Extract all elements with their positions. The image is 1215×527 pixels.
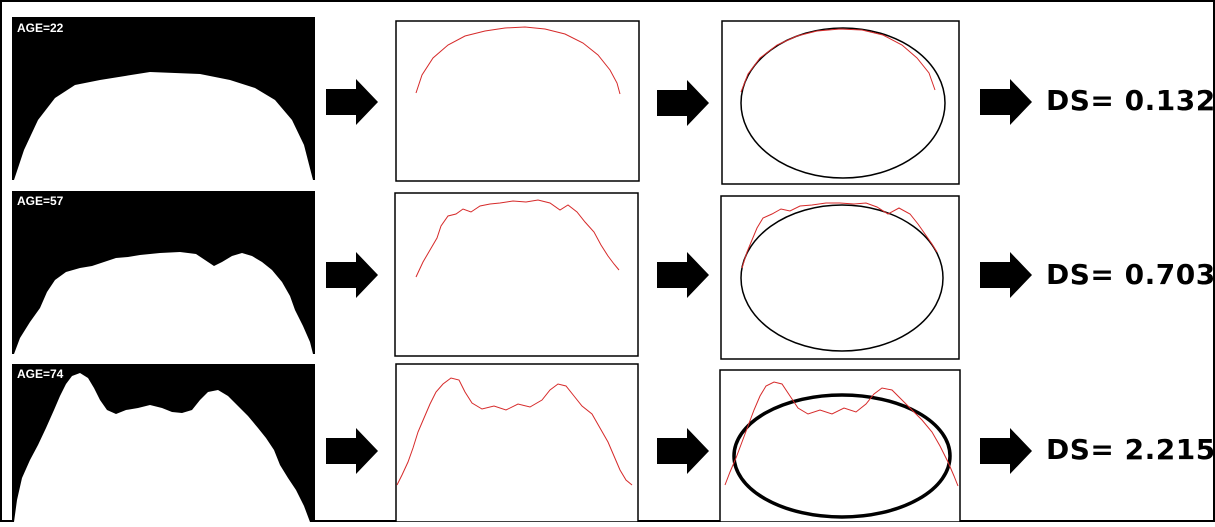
ds-value-age-74: DS= 2.215 xyxy=(1046,433,1215,466)
binary-mask-panel: AGE=74 xyxy=(12,364,315,522)
row-age-57: AGE=57 xyxy=(12,191,1032,360)
ellipse-fit-panel xyxy=(720,195,960,360)
arrow-right-icon xyxy=(980,252,1032,298)
arrow-right-icon xyxy=(326,252,378,298)
contour-panel xyxy=(395,363,639,523)
ds-value-age-57: DS= 0.703 xyxy=(1046,258,1215,291)
arrow-right-icon xyxy=(657,252,709,298)
arrow-right-icon xyxy=(326,79,378,125)
age-label: AGE=22 xyxy=(17,21,64,35)
contour-panel xyxy=(394,192,639,357)
arrow-right-icon xyxy=(326,428,378,474)
contour-panel xyxy=(395,20,640,182)
age-label: AGE=74 xyxy=(17,367,64,381)
arrow-right-icon xyxy=(980,428,1032,474)
binary-mask-panel: AGE=22 xyxy=(12,17,315,180)
ellipse-fit-panel xyxy=(721,20,960,185)
row-age-74: AGE=74 xyxy=(12,363,1032,523)
age-label: AGE=57 xyxy=(17,194,64,208)
row-age-22: AGE=22 xyxy=(12,17,1032,185)
arrow-right-icon xyxy=(657,80,709,126)
ellipse-fit-panel xyxy=(719,369,961,523)
arrow-right-icon xyxy=(980,79,1032,125)
binary-mask-panel: AGE=57 xyxy=(12,191,315,354)
ds-value-age-22: DS= 0.132 xyxy=(1046,84,1215,117)
arrow-right-icon xyxy=(657,428,709,474)
